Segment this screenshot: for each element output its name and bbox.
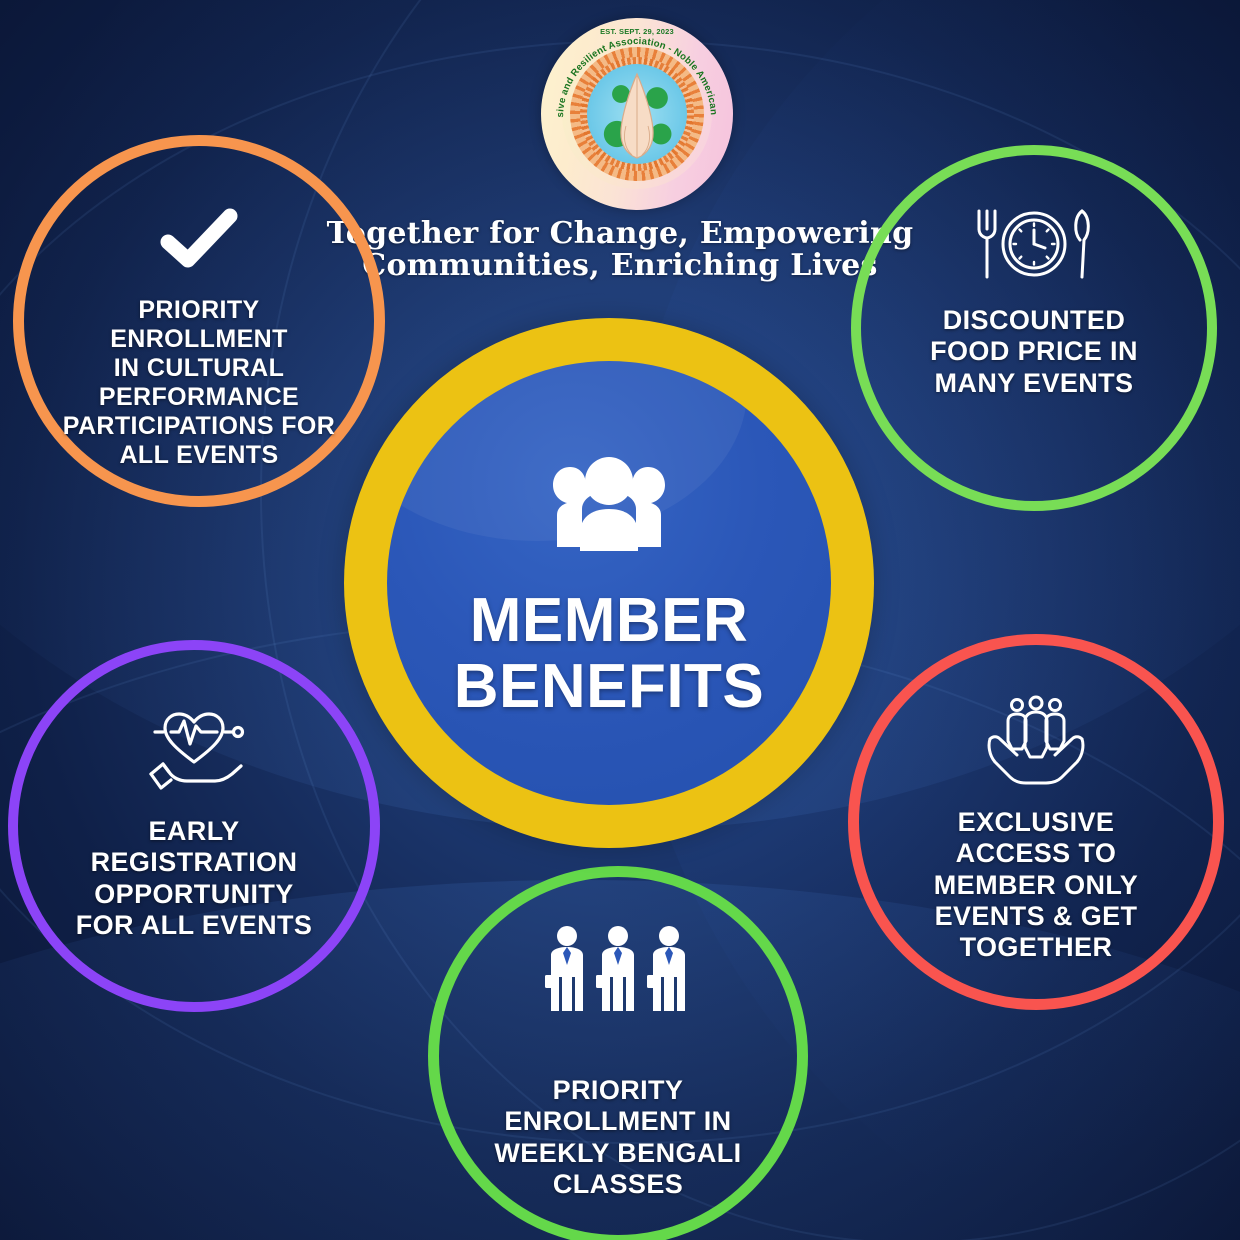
benefit-card-exclusive-access-member-events[interactable]: EXCLUSIVE ACCESS TO MEMBER ONLY EVENTS &… [848, 634, 1224, 1010]
benefit-label: PRIORITY ENROLLMENT IN CULTURAL PERFORMA… [62, 296, 336, 469]
praying-hands-icon [610, 68, 664, 169]
tagline-line-1: Together for Change, Empowering [326, 216, 914, 251]
logo-curved-text: Progressive and Resilient Association - … [541, 18, 719, 118]
center-hub-title: MEMBER BENEFITS [454, 588, 765, 719]
benefit-label: EXCLUSIVE ACCESS TO MEMBER ONLY EVENTS &… [933, 807, 1139, 963]
benefit-card-discounted-food-price[interactable]: DISCOUNTED FOOD PRICE IN MANY EVENTS [851, 145, 1217, 511]
benefit-label: EARLY REGISTRATION OPPORTUNITY FOR ALL E… [75, 816, 313, 940]
fork-plate-clock-knife-icon [970, 207, 1098, 281]
benefit-card-priority-enrollment-bengali-classes[interactable]: PRIORITY ENROLLMENT IN WEEKLY BENGALI CL… [428, 866, 808, 1240]
organization-tagline: Together for Change, Empowering Communit… [0, 216, 1240, 284]
organization-logo: EST. SEPT. 29, 2023 Progressive and Resi… [541, 18, 733, 210]
benefit-label: PRIORITY ENROLLMENT IN WEEKLY BENGALI CL… [494, 1075, 742, 1199]
benefit-card-early-registration[interactable]: EARLY REGISTRATION OPPORTUNITY FOR ALL E… [8, 640, 380, 1012]
logo-established-text: EST. SEPT. 29, 2023 [600, 27, 674, 36]
center-hub[interactable]: MEMBER BENEFITS [344, 318, 874, 848]
benefit-label: DISCOUNTED FOOD PRICE IN MANY EVENTS [930, 305, 1138, 398]
tagline-line-2: Communities, Enriching Lives [362, 248, 878, 284]
center-title-line-2: BENEFITS [453, 651, 765, 721]
logo-curved-label: Progressive and Resilient Association - … [541, 18, 719, 118]
hands-holding-people-icon [984, 695, 1088, 787]
center-title-line-1: MEMBER [469, 585, 749, 655]
group-of-people-icon [526, 447, 692, 570]
three-business-people-icon [541, 925, 695, 1017]
center-hub-inner: MEMBER BENEFITS [387, 361, 831, 805]
hand-holding-heart-pulse-icon [133, 702, 255, 796]
checkmark-icon [160, 208, 238, 270]
svg-text:Progressive and Resilient Asso: Progressive and Resilient Association - … [541, 18, 719, 118]
benefit-card-priority-enrollment-cultural[interactable]: PRIORITY ENROLLMENT IN CULTURAL PERFORMA… [13, 135, 385, 507]
